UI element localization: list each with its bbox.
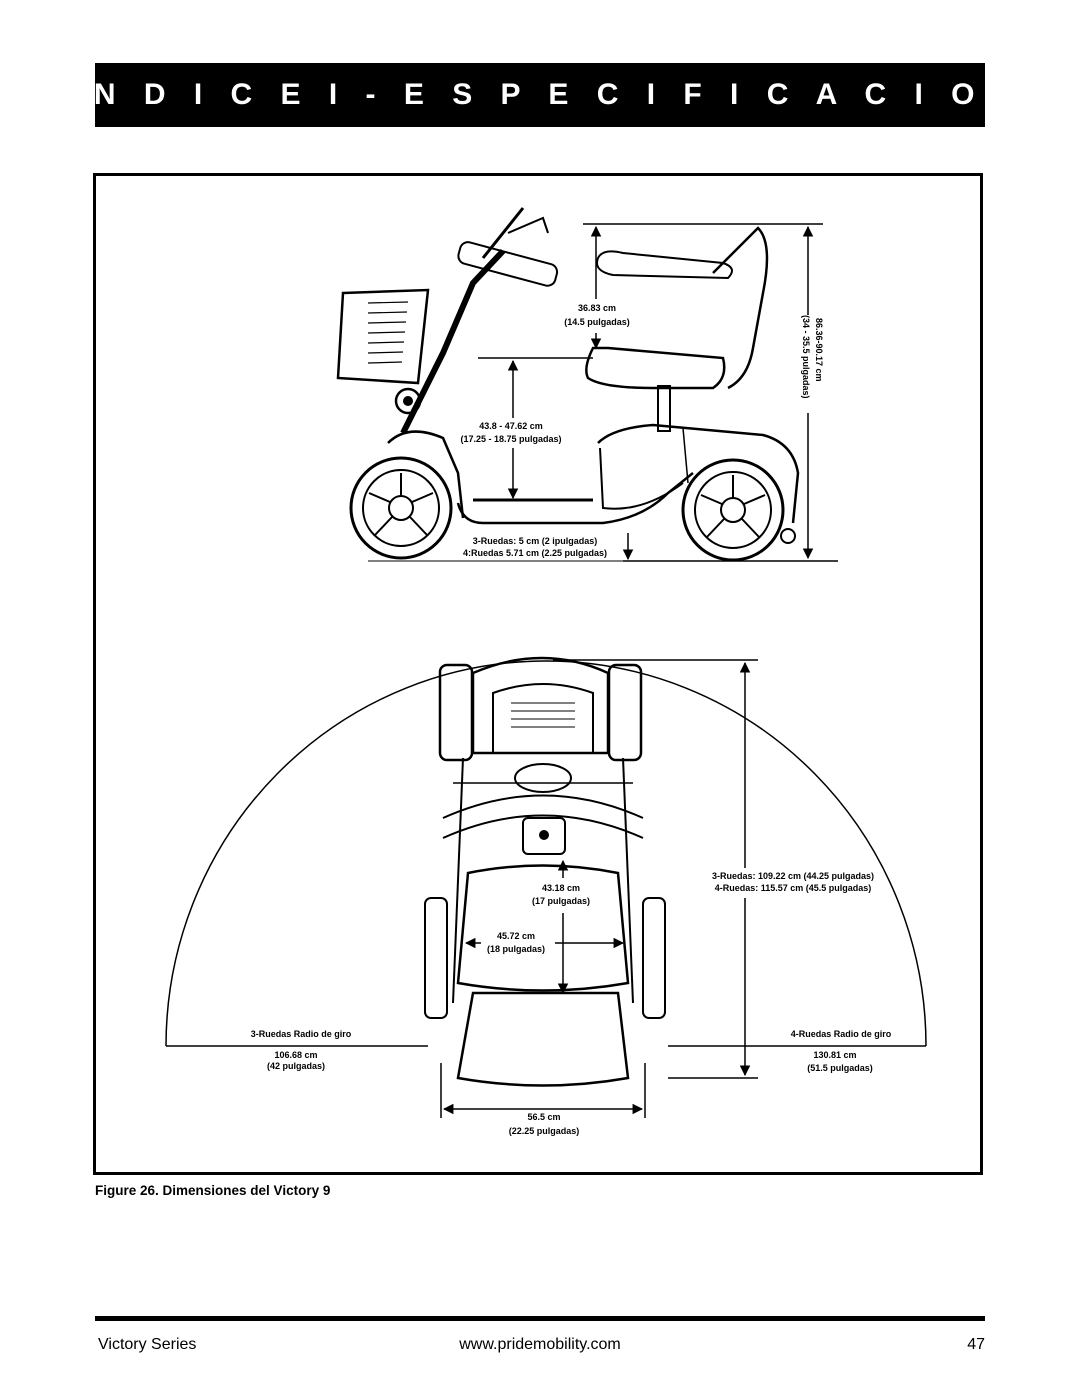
scooter-dimensions-diagram: 36.83 cm (14.5 pulgadas) 43.8 - 47.62 cm… xyxy=(165,207,927,1136)
length-4-wheel: 4-Ruedas: 115.57 cm (45.5 pulgadas) xyxy=(715,883,872,893)
seat-width-cm: 45.72 cm xyxy=(497,931,535,941)
overall-height-cm: 86.36-90.17 cm xyxy=(814,318,824,382)
figure-frame: 36.83 cm (14.5 pulgadas) 43.8 - 47.62 cm… xyxy=(93,173,983,1175)
seat-width-in: (18 pulgadas) xyxy=(487,944,545,954)
seat-height-cm: 43.8 - 47.62 cm xyxy=(479,421,543,431)
ground-clearance-4-wheel: 4:Ruedas 5.71 cm (2.25 pulgadas) xyxy=(463,548,607,558)
top-dimension-lines xyxy=(166,659,926,1118)
seat-height-in: (17.25 - 18.75 pulgadas) xyxy=(460,434,561,444)
footer-website: www.pridemobility.com xyxy=(459,1336,621,1353)
seat-depth-in: (17 pulgadas) xyxy=(532,896,590,906)
backrest-height-in: (14.5 pulgadas) xyxy=(564,317,630,327)
turn-radius-4-label: 4-Ruedas Radio de giro xyxy=(791,1029,892,1039)
footer-rule xyxy=(95,1316,985,1321)
scooter-side-view xyxy=(336,207,800,562)
side-dimension-lines xyxy=(368,223,838,562)
section-title-banner: A P É N D I C E I - E S P E C I F I C A … xyxy=(0,63,1080,127)
page-number: 47 xyxy=(967,1336,985,1353)
footer-series-name: Victory Series xyxy=(98,1336,197,1353)
turn-radius-3-label: 3-Ruedas Radio de giro xyxy=(251,1029,352,1039)
section-title: A P É N D I C E I - E S P E C I F I C A … xyxy=(0,78,1080,111)
turn-radius-4-in: (51.5 pulgadas) xyxy=(807,1063,873,1073)
turn-radius-3-in: (42 pulgadas) xyxy=(267,1061,325,1071)
figure-caption: Figure 26. Dimensiones del Victory 9 xyxy=(95,1183,331,1198)
overall-width-in: (22.25 pulgadas) xyxy=(509,1126,580,1136)
seat-depth-cm: 43.18 cm xyxy=(542,883,580,893)
overall-height-in: (34 - 35.5 pulgadas) xyxy=(801,315,811,399)
ground-clearance-3-wheel: 3-Ruedas: 5 cm (2 ipulgadas) xyxy=(473,536,598,546)
backrest-height-cm: 36.83 cm xyxy=(578,303,616,313)
turn-radius-4-cm: 130.81 cm xyxy=(813,1050,856,1060)
overall-width-cm: 56.5 cm xyxy=(527,1112,560,1122)
length-3-wheel: 3-Ruedas: 109.22 cm (44.25 pulgadas) xyxy=(712,871,874,881)
scooter-top-view xyxy=(165,656,927,1087)
turn-radius-3-cm: 106.68 cm xyxy=(274,1050,317,1060)
